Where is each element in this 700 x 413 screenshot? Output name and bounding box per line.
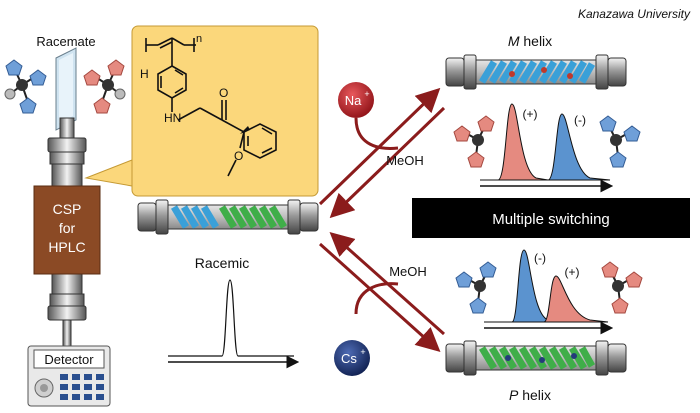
- structure-hn: HN: [164, 111, 181, 125]
- sodium-ion-icon: [338, 82, 374, 118]
- hplc-column: [47, 117, 87, 347]
- m-helix-tube: [445, 54, 627, 90]
- credit-text: Kanazawa University: [578, 7, 691, 21]
- meoh-label-bottom: MeOH: [389, 264, 427, 279]
- p-helix-chromatogram: [484, 249, 614, 335]
- m-helix-label: M helix: [508, 33, 552, 49]
- polymer-structure-callout: [84, 25, 319, 197]
- racemic-chromatogram: [168, 279, 300, 369]
- sodium-ion-label: Na: [345, 93, 362, 108]
- structure-n: n: [196, 33, 202, 45]
- csp-label-line1: CSP: [53, 201, 82, 217]
- meoh-label-top: MeOH: [386, 153, 424, 168]
- csp-label-line3: HPLC: [48, 239, 85, 255]
- detector-label: Detector: [44, 352, 94, 367]
- racemate-molecule-red-icon: [83, 59, 126, 114]
- cesium-ion-icon: [334, 340, 370, 376]
- peak-plus-top: (+): [523, 107, 538, 121]
- m-helix-chromatogram: [480, 103, 614, 193]
- peak-plus-bottom: (+): [565, 265, 580, 279]
- cesium-ion-charge: +: [360, 347, 365, 357]
- racemate-label: Racemate: [36, 34, 95, 49]
- cesium-ion-label: Cs: [341, 351, 357, 366]
- peak-minus-top: (-): [574, 113, 586, 127]
- structure-o-carbonyl: O: [219, 86, 228, 100]
- racemate-molecule-blue-icon: [4, 59, 47, 114]
- p-helix-tube: [445, 340, 627, 376]
- sodium-ion-charge: +: [364, 89, 369, 99]
- detector-device: [27, 345, 111, 407]
- enantiomer-red-icon-bottom: [601, 261, 643, 314]
- p-helix-label: P helix: [509, 387, 551, 403]
- csp-label-line2: for: [59, 220, 76, 236]
- multiple-switching-banner: [412, 198, 690, 238]
- structure-o-methoxy: O: [234, 149, 243, 163]
- racemic-helix-tube: [137, 199, 319, 235]
- enantiomer-blue-icon-bottom: [455, 261, 497, 314]
- racemic-label: Racemic: [195, 255, 249, 271]
- multiple-switching-label: Multiple switching: [492, 211, 610, 228]
- peak-minus-bottom: (-): [534, 251, 546, 265]
- csp-box: [33, 185, 101, 275]
- mirror-icon: [55, 47, 77, 131]
- switching-arrows: [318, 87, 446, 353]
- enantiomer-red-icon-top: [453, 115, 495, 168]
- enantiomer-blue-icon-top: [599, 115, 641, 168]
- structure-h: H: [140, 67, 149, 81]
